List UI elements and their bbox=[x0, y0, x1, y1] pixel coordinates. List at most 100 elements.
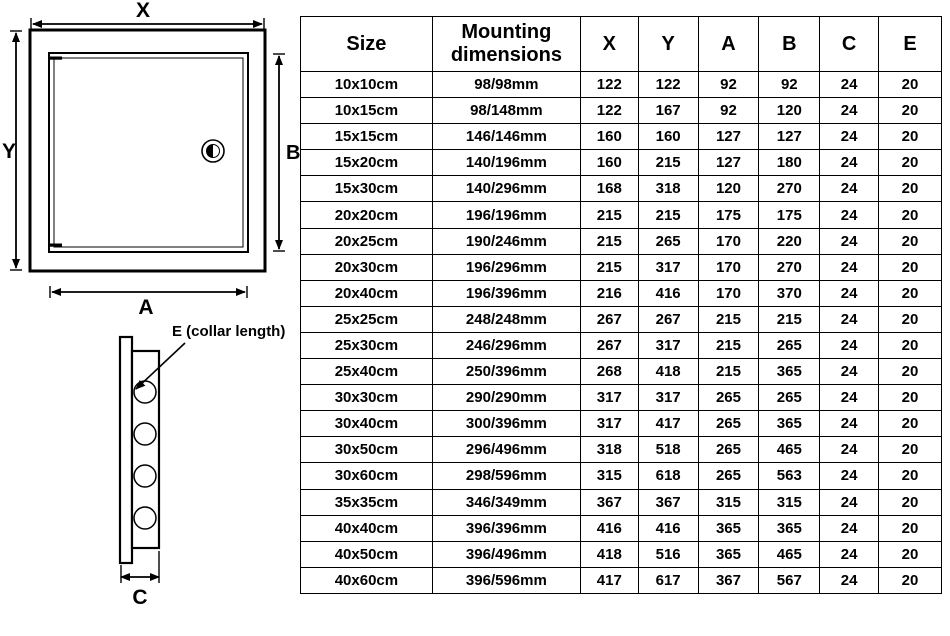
technical-drawing-panel: X Y B A E (collar length) C bbox=[0, 0, 300, 631]
table-cell: 20 bbox=[878, 358, 942, 386]
table-cell: 122 bbox=[579, 70, 639, 99]
table-cell: 215 bbox=[758, 305, 821, 333]
latch-knob-halfmoon-icon bbox=[206, 144, 213, 158]
table-cell: 267 bbox=[579, 305, 639, 333]
table-cell: 315 bbox=[579, 462, 639, 490]
table-cell: 15x30cm bbox=[300, 175, 433, 203]
collar-length-label: E (collar length) bbox=[172, 323, 285, 340]
table-cell: 20 bbox=[878, 514, 942, 542]
table-cell: 20 bbox=[878, 540, 942, 568]
table-cell: 30x30cm bbox=[300, 384, 433, 412]
table-cell: 98/98mm bbox=[431, 70, 581, 99]
table-cell: 24 bbox=[819, 488, 880, 516]
column-header: C bbox=[819, 16, 880, 72]
table-cell: 267 bbox=[579, 331, 639, 360]
table-cell: 265 bbox=[758, 384, 821, 412]
table-cell: 365 bbox=[758, 514, 821, 542]
table-cell: 617 bbox=[637, 566, 699, 594]
table-cell: 518 bbox=[637, 436, 699, 464]
table-cell: 367 bbox=[697, 566, 760, 594]
table-cell: 20 bbox=[878, 201, 942, 229]
table-cell: 24 bbox=[819, 97, 880, 125]
table-cell: 92 bbox=[697, 70, 760, 99]
table-cell: 170 bbox=[697, 253, 760, 281]
table-cell: 290/290mm bbox=[431, 384, 581, 412]
table-cell: 317 bbox=[637, 384, 699, 412]
panel-door-inner-line bbox=[53, 57, 244, 248]
table-cell: 465 bbox=[758, 436, 821, 464]
table-cell: 196/396mm bbox=[431, 279, 581, 307]
table-cell: 265 bbox=[697, 410, 760, 438]
table-cell: 122 bbox=[579, 97, 639, 125]
hinge-bottom-icon bbox=[50, 243, 62, 247]
technical-diagram-svg: X Y B A E (collar length) C bbox=[2, 0, 300, 609]
column-header: B bbox=[758, 16, 821, 72]
table-cell: 317 bbox=[637, 253, 699, 281]
table-cell: 365 bbox=[758, 410, 821, 438]
dimension-label-a: A bbox=[138, 296, 153, 319]
column-header: Y bbox=[637, 16, 699, 72]
table-cell: 15x15cm bbox=[300, 123, 433, 151]
table-cell: 24 bbox=[819, 540, 880, 568]
table-cell: 265 bbox=[697, 462, 760, 490]
column-header: X bbox=[579, 16, 639, 72]
table-cell: 346/349mm bbox=[431, 488, 581, 516]
table-cell: 365 bbox=[697, 514, 760, 542]
table-cell: 175 bbox=[758, 201, 821, 229]
table-cell: 20 bbox=[878, 279, 942, 307]
dimension-label-y: Y bbox=[2, 140, 16, 163]
table-cell: 24 bbox=[819, 331, 880, 360]
table-cell: 120 bbox=[697, 175, 760, 203]
table-cell: 196/296mm bbox=[431, 253, 581, 281]
table-cell: 265 bbox=[697, 384, 760, 412]
table-cell: 365 bbox=[697, 540, 760, 568]
table-cell: 30x40cm bbox=[300, 410, 433, 438]
table-cell: 265 bbox=[697, 436, 760, 464]
table-cell: 167 bbox=[637, 97, 699, 125]
table-cell: 98/148mm bbox=[431, 97, 581, 125]
table-cell: 265 bbox=[637, 227, 699, 255]
table-cell: 140/296mm bbox=[431, 175, 581, 203]
table-cell: 317 bbox=[579, 384, 639, 412]
table-cell: 24 bbox=[819, 253, 880, 281]
table-cell: 267 bbox=[637, 305, 699, 333]
table-cell: 20x30cm bbox=[300, 253, 433, 281]
table-cell: 196/196mm bbox=[431, 201, 581, 229]
table-cell: 417 bbox=[637, 410, 699, 438]
table-cell: 160 bbox=[637, 123, 699, 151]
table-cell: 396/596mm bbox=[431, 566, 581, 594]
table-cell: 215 bbox=[697, 358, 760, 386]
table-cell: 215 bbox=[579, 201, 639, 229]
table-cell: 215 bbox=[579, 227, 639, 255]
table-cell: 24 bbox=[819, 123, 880, 151]
table-cell: 168 bbox=[579, 175, 639, 203]
table-cell: 370 bbox=[758, 279, 821, 307]
table-cell: 24 bbox=[819, 462, 880, 490]
table-cell: 396/496mm bbox=[431, 540, 581, 568]
table-cell: 120 bbox=[758, 97, 821, 125]
table-cell: 215 bbox=[697, 331, 760, 360]
table-cell: 127 bbox=[697, 123, 760, 151]
table-cell: 396/396mm bbox=[431, 514, 581, 542]
table-cell: 127 bbox=[697, 149, 760, 177]
side-view-hole bbox=[133, 380, 157, 404]
table-cell: 180 bbox=[758, 149, 821, 177]
table-cell: 20 bbox=[878, 175, 942, 203]
table-cell: 20x20cm bbox=[300, 201, 433, 229]
table-cell: 190/246mm bbox=[431, 227, 581, 255]
table-cell: 20 bbox=[878, 97, 942, 125]
table-cell: 146/146mm bbox=[431, 123, 581, 151]
